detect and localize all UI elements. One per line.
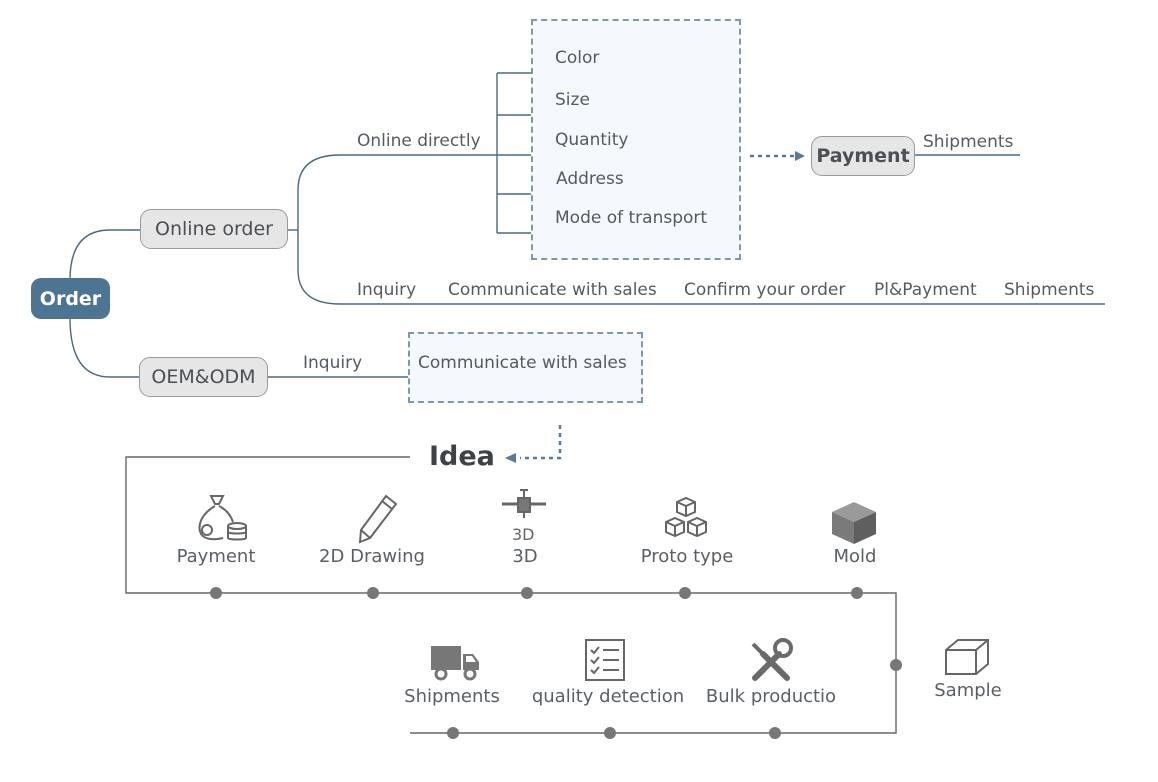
svg-text:3D: 3D bbox=[512, 525, 535, 544]
field-address: Address bbox=[556, 169, 624, 189]
field-color: Color bbox=[555, 48, 600, 68]
box-icon bbox=[945, 639, 989, 675]
payment-shipments-label: Shipments bbox=[923, 132, 1014, 152]
link-online-directly bbox=[297, 154, 497, 230]
idea-title: Idea bbox=[429, 441, 495, 472]
step-prototype-label: Proto type bbox=[640, 546, 734, 567]
order-root-label: Order bbox=[39, 287, 102, 310]
mold-cube-icon bbox=[832, 502, 876, 544]
payment-label: Payment bbox=[816, 145, 910, 167]
truck-icon bbox=[431, 646, 479, 681]
flow-inquiry: Inquiry bbox=[357, 280, 417, 300]
flow-communicate: Communicate with sales bbox=[448, 280, 657, 300]
process-dot bbox=[210, 587, 222, 599]
oem-inquiry: Inquiry bbox=[303, 353, 363, 373]
cubes-icon bbox=[665, 496, 707, 538]
3d-printer-icon: 3D bbox=[502, 489, 546, 544]
flow-pl-payment: Pl&Payment bbox=[874, 280, 977, 300]
online-order-label: Online order bbox=[155, 218, 273, 240]
fields-dashed-box bbox=[531, 19, 741, 260]
payment-node: Payment bbox=[811, 136, 915, 176]
tools-icon bbox=[751, 638, 793, 681]
order-root-node: Order bbox=[31, 278, 110, 319]
link-order-oem bbox=[69, 317, 140, 378]
step-mold-label: Mold bbox=[833, 546, 877, 567]
step-2d-drawing-label: 2D Drawing bbox=[319, 546, 425, 567]
step-3d-label: 3D bbox=[512, 546, 538, 567]
process-dot bbox=[851, 587, 863, 599]
process-dot bbox=[890, 659, 902, 671]
pencil-icon bbox=[358, 494, 398, 544]
field-mode-of-transport: Mode of transport bbox=[555, 208, 708, 228]
field-quantity: Quantity bbox=[555, 130, 629, 150]
process-dot bbox=[367, 587, 379, 599]
step-bulk-production-label: Bulk productio bbox=[705, 686, 837, 707]
field-size: Size bbox=[555, 90, 590, 110]
process-dot bbox=[447, 727, 459, 739]
money-bag-icon bbox=[198, 495, 247, 541]
link-order-online bbox=[69, 229, 140, 281]
communicate-dashed-box bbox=[408, 332, 643, 403]
process-dot bbox=[604, 727, 616, 739]
arrow-head-idea bbox=[505, 453, 516, 463]
process-dot bbox=[769, 727, 781, 739]
oem-odm-node: OEM&ODM bbox=[139, 357, 268, 397]
step-quality-detection-label: quality detection bbox=[531, 686, 685, 707]
flow-confirm-order: Confirm your order bbox=[684, 280, 846, 300]
step-sample-label: Sample bbox=[934, 680, 1002, 701]
online-order-node: Online order bbox=[140, 209, 288, 249]
step-shipments-label: Shipments bbox=[404, 686, 500, 707]
checklist-icon bbox=[585, 639, 625, 681]
arrow-to-idea bbox=[520, 425, 562, 460]
process-dot bbox=[521, 587, 533, 599]
step-payment-label: Payment bbox=[176, 546, 256, 567]
link-online-flow bbox=[297, 230, 1105, 305]
process-dot bbox=[679, 587, 691, 599]
arrow-head-payment bbox=[795, 151, 805, 161]
flow-shipments: Shipments bbox=[1004, 280, 1095, 300]
online-directly-label: Online directly bbox=[357, 131, 481, 151]
oem-communicate: Communicate with sales bbox=[418, 353, 627, 373]
process-line bbox=[125, 456, 897, 734]
oem-odm-label: OEM&ODM bbox=[151, 366, 256, 388]
